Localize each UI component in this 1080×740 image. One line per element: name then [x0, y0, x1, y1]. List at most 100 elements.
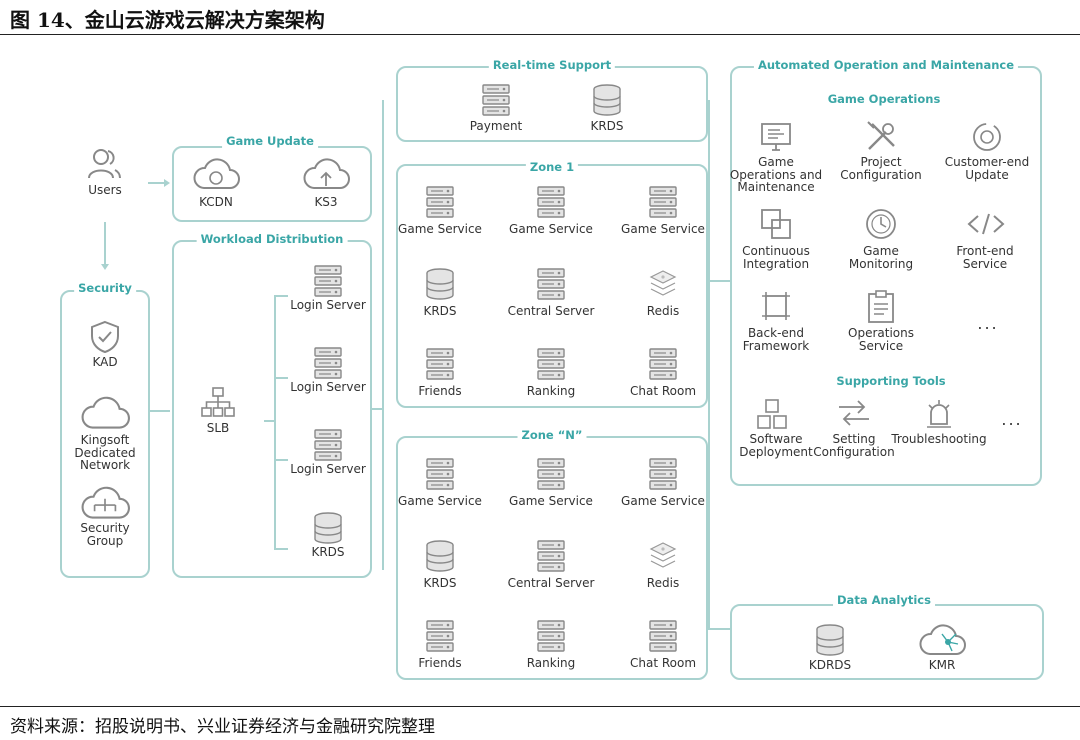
slb-network-icon — [200, 386, 236, 418]
ops-item-8-label: Operations Service — [848, 326, 914, 353]
integration-icon — [760, 208, 792, 240]
zone1-item-label: Game Service — [621, 222, 705, 236]
login-server-2-label: Login Server — [290, 380, 366, 394]
redis-icon — [648, 268, 678, 300]
tool-3-label: Troubleshooting — [891, 432, 987, 446]
zone1-item-label: KRDS — [423, 304, 457, 318]
zone1-item-label: Ranking — [526, 384, 576, 398]
game-update-heading: Game Update — [222, 134, 318, 148]
troubleshooting-alarm-icon — [924, 398, 954, 430]
login-server-1-icon — [313, 265, 343, 297]
krds-db-icon — [425, 268, 455, 300]
ops-item-2-label: Project Configuration — [840, 155, 922, 182]
zoneN-item-label: Game Service — [621, 494, 705, 508]
connector-krds — [274, 548, 288, 550]
kad-label: KAD — [92, 355, 118, 369]
realtime-krds-label: KRDS — [590, 119, 624, 133]
shield-icon — [89, 320, 121, 354]
redis-icon — [648, 540, 678, 572]
connector-users-security — [104, 222, 106, 266]
server-icon — [648, 458, 678, 490]
connector-zones-vertical — [382, 100, 384, 570]
tool-2-label: Setting Configuration — [813, 432, 895, 459]
login-server-1-label: Login Server — [290, 298, 366, 312]
payment-label: Payment — [469, 119, 523, 133]
server-icon — [425, 620, 455, 652]
clipboard-icon — [867, 290, 895, 324]
kcdn-icon — [192, 158, 240, 192]
security-heading: Security — [74, 281, 136, 295]
analytics-heading: Data Analytics — [833, 593, 935, 607]
connector-login3 — [274, 459, 288, 461]
bottom-rule — [0, 706, 1080, 707]
server-icon — [536, 186, 566, 218]
zoneN-item-label: KRDS — [423, 576, 457, 590]
zoneN-item-label: Ranking — [526, 656, 576, 670]
ops-item-3-label: Customer-end Update — [944, 155, 1030, 182]
ops-maintenance-icon — [760, 122, 792, 152]
kmr-cloud-icon — [918, 624, 966, 658]
tools-heading: Supporting Tools — [832, 374, 950, 388]
zone1-item-label: Central Server — [507, 304, 595, 318]
connector-slb-vertical — [274, 295, 276, 550]
server-icon — [425, 348, 455, 380]
ops-item-6-label: Front-end Service — [956, 244, 1014, 271]
game-ops-heading: Game Operations — [823, 92, 945, 106]
figure-title: 图 14、金山云游戏云解决方案架构 — [10, 8, 325, 32]
zoneN-item-label: Game Service — [509, 494, 593, 508]
server-icon — [536, 348, 566, 380]
server-icon — [648, 186, 678, 218]
zoneN-item-label: Friends — [418, 656, 462, 670]
slb-label: SLB — [206, 421, 230, 435]
zone1-item-label: Friends — [418, 384, 462, 398]
connector-to-ops — [708, 280, 730, 282]
login-server-3-label: Login Server — [290, 462, 366, 476]
zoneN-item-label: Redis — [646, 576, 680, 590]
realtime-heading: Real-time Support — [488, 58, 616, 72]
zoneN-item-label: Game Service — [398, 494, 482, 508]
ops-item-1-label: Game Operations and Maintenance — [729, 155, 823, 194]
setting-arrows-icon — [836, 398, 872, 428]
framework-icon — [760, 290, 792, 322]
update-cycle-icon — [970, 120, 1004, 154]
connector-to-analytics — [708, 628, 730, 630]
ks3-label: KS3 — [314, 195, 338, 209]
realtime-panel — [396, 66, 708, 142]
network-cloud-icon — [80, 396, 130, 432]
ks3-icon — [302, 158, 350, 192]
zone1-item-label: Game Service — [509, 222, 593, 236]
connector-security-workload — [148, 410, 170, 412]
security-group-icon — [80, 486, 130, 522]
tool-1-label: Software Deployment — [739, 432, 813, 459]
payment-server-icon — [481, 84, 511, 116]
connector-login1 — [274, 295, 288, 297]
server-icon — [536, 620, 566, 652]
zone1-heading: Zone 1 — [525, 160, 579, 174]
login-server-3-icon — [313, 429, 343, 461]
krds-db-icon — [425, 540, 455, 572]
tools-icon — [864, 120, 898, 154]
ops-more-ellipsis: ... — [977, 314, 999, 333]
ops-item-7-label: Back-end Framework — [742, 326, 810, 353]
ops-item-4-label: Continuous Integration — [742, 244, 810, 271]
kdrds-label: KDRDS — [808, 658, 852, 672]
analytics-panel — [730, 604, 1044, 680]
network-label: Kingsoft Dedicated Network — [74, 433, 136, 472]
users-icon — [88, 148, 122, 180]
zone1-item-label: Game Service — [398, 222, 482, 236]
tools-more-ellipsis: ... — [1001, 410, 1023, 429]
kcdn-label: KCDN — [199, 195, 233, 209]
kdrds-db-icon — [815, 624, 845, 656]
kmr-label: KMR — [928, 658, 956, 672]
ops-heading: Automated Operation and Maintenance — [753, 58, 1019, 72]
connector-users-update — [148, 182, 166, 184]
workload-krds-label: KRDS — [311, 545, 345, 559]
top-rule — [0, 34, 1080, 35]
code-icon — [966, 212, 1006, 236]
monitoring-clock-icon — [865, 208, 897, 240]
zone1-item-label: Redis — [646, 304, 680, 318]
server-icon — [425, 458, 455, 490]
connector-right-vertical — [708, 100, 710, 630]
connector-login2 — [274, 377, 288, 379]
server-icon — [425, 186, 455, 218]
